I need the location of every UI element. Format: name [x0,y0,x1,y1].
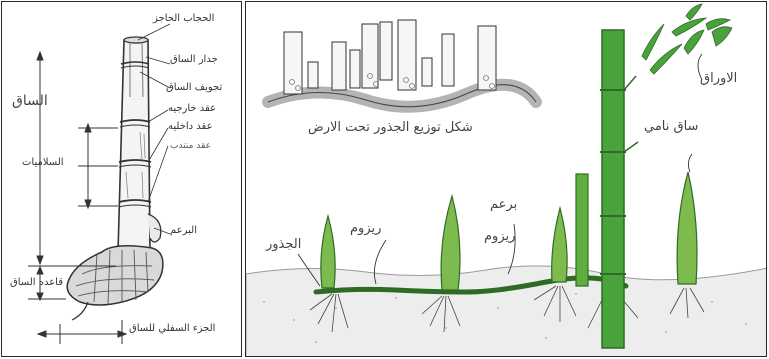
shoot-3 [552,208,567,282]
leaves [642,4,732,74]
shoot-2 [441,196,460,290]
label-septum: الحجاب الحاجز [153,14,214,24]
anatomy-panel: الحجاب الحاجز جدار الساق تجويف الساق عقد… [1,1,242,357]
label-stem-cavity: تجويف الساق [166,83,222,93]
culm-illustration [67,37,163,320]
shoot-4 [677,172,697,284]
label-leaves: الاوراق [700,72,737,85]
label-stem-base: قاعده الساق [10,278,63,288]
label-stem-wall: جدار الساق [170,55,218,65]
label-stem: الساق [12,94,48,108]
label-sheath-node: عقد منتدب [170,142,211,151]
label-rhizome-2: ريزوم [484,230,515,243]
label-root-distribution: شكل توزيع الجذور تحت الارض [308,121,473,134]
label-inner-node: عقد داخليه [168,122,213,132]
label-outer-node: عقد خارجيه [168,104,216,114]
label-bud: برعم [490,198,517,211]
growth-drawing [246,2,767,357]
label-growing-stem: ساق نامي [644,120,698,133]
label-rhizome-1: ريزوم [350,222,381,235]
label-internodes: السلاميات [22,158,64,168]
label-roots: الجذور [266,238,301,251]
root-system-sketch [268,20,536,107]
label-bud: البرعم [170,226,197,236]
growth-panel: شكل توزيع الجذور تحت الارض الاوراق ساق ن… [245,1,767,357]
label-lower-part: الجزء السفلي للساق [129,324,215,334]
shoot-1 [321,216,335,288]
young-culm [576,174,588,286]
